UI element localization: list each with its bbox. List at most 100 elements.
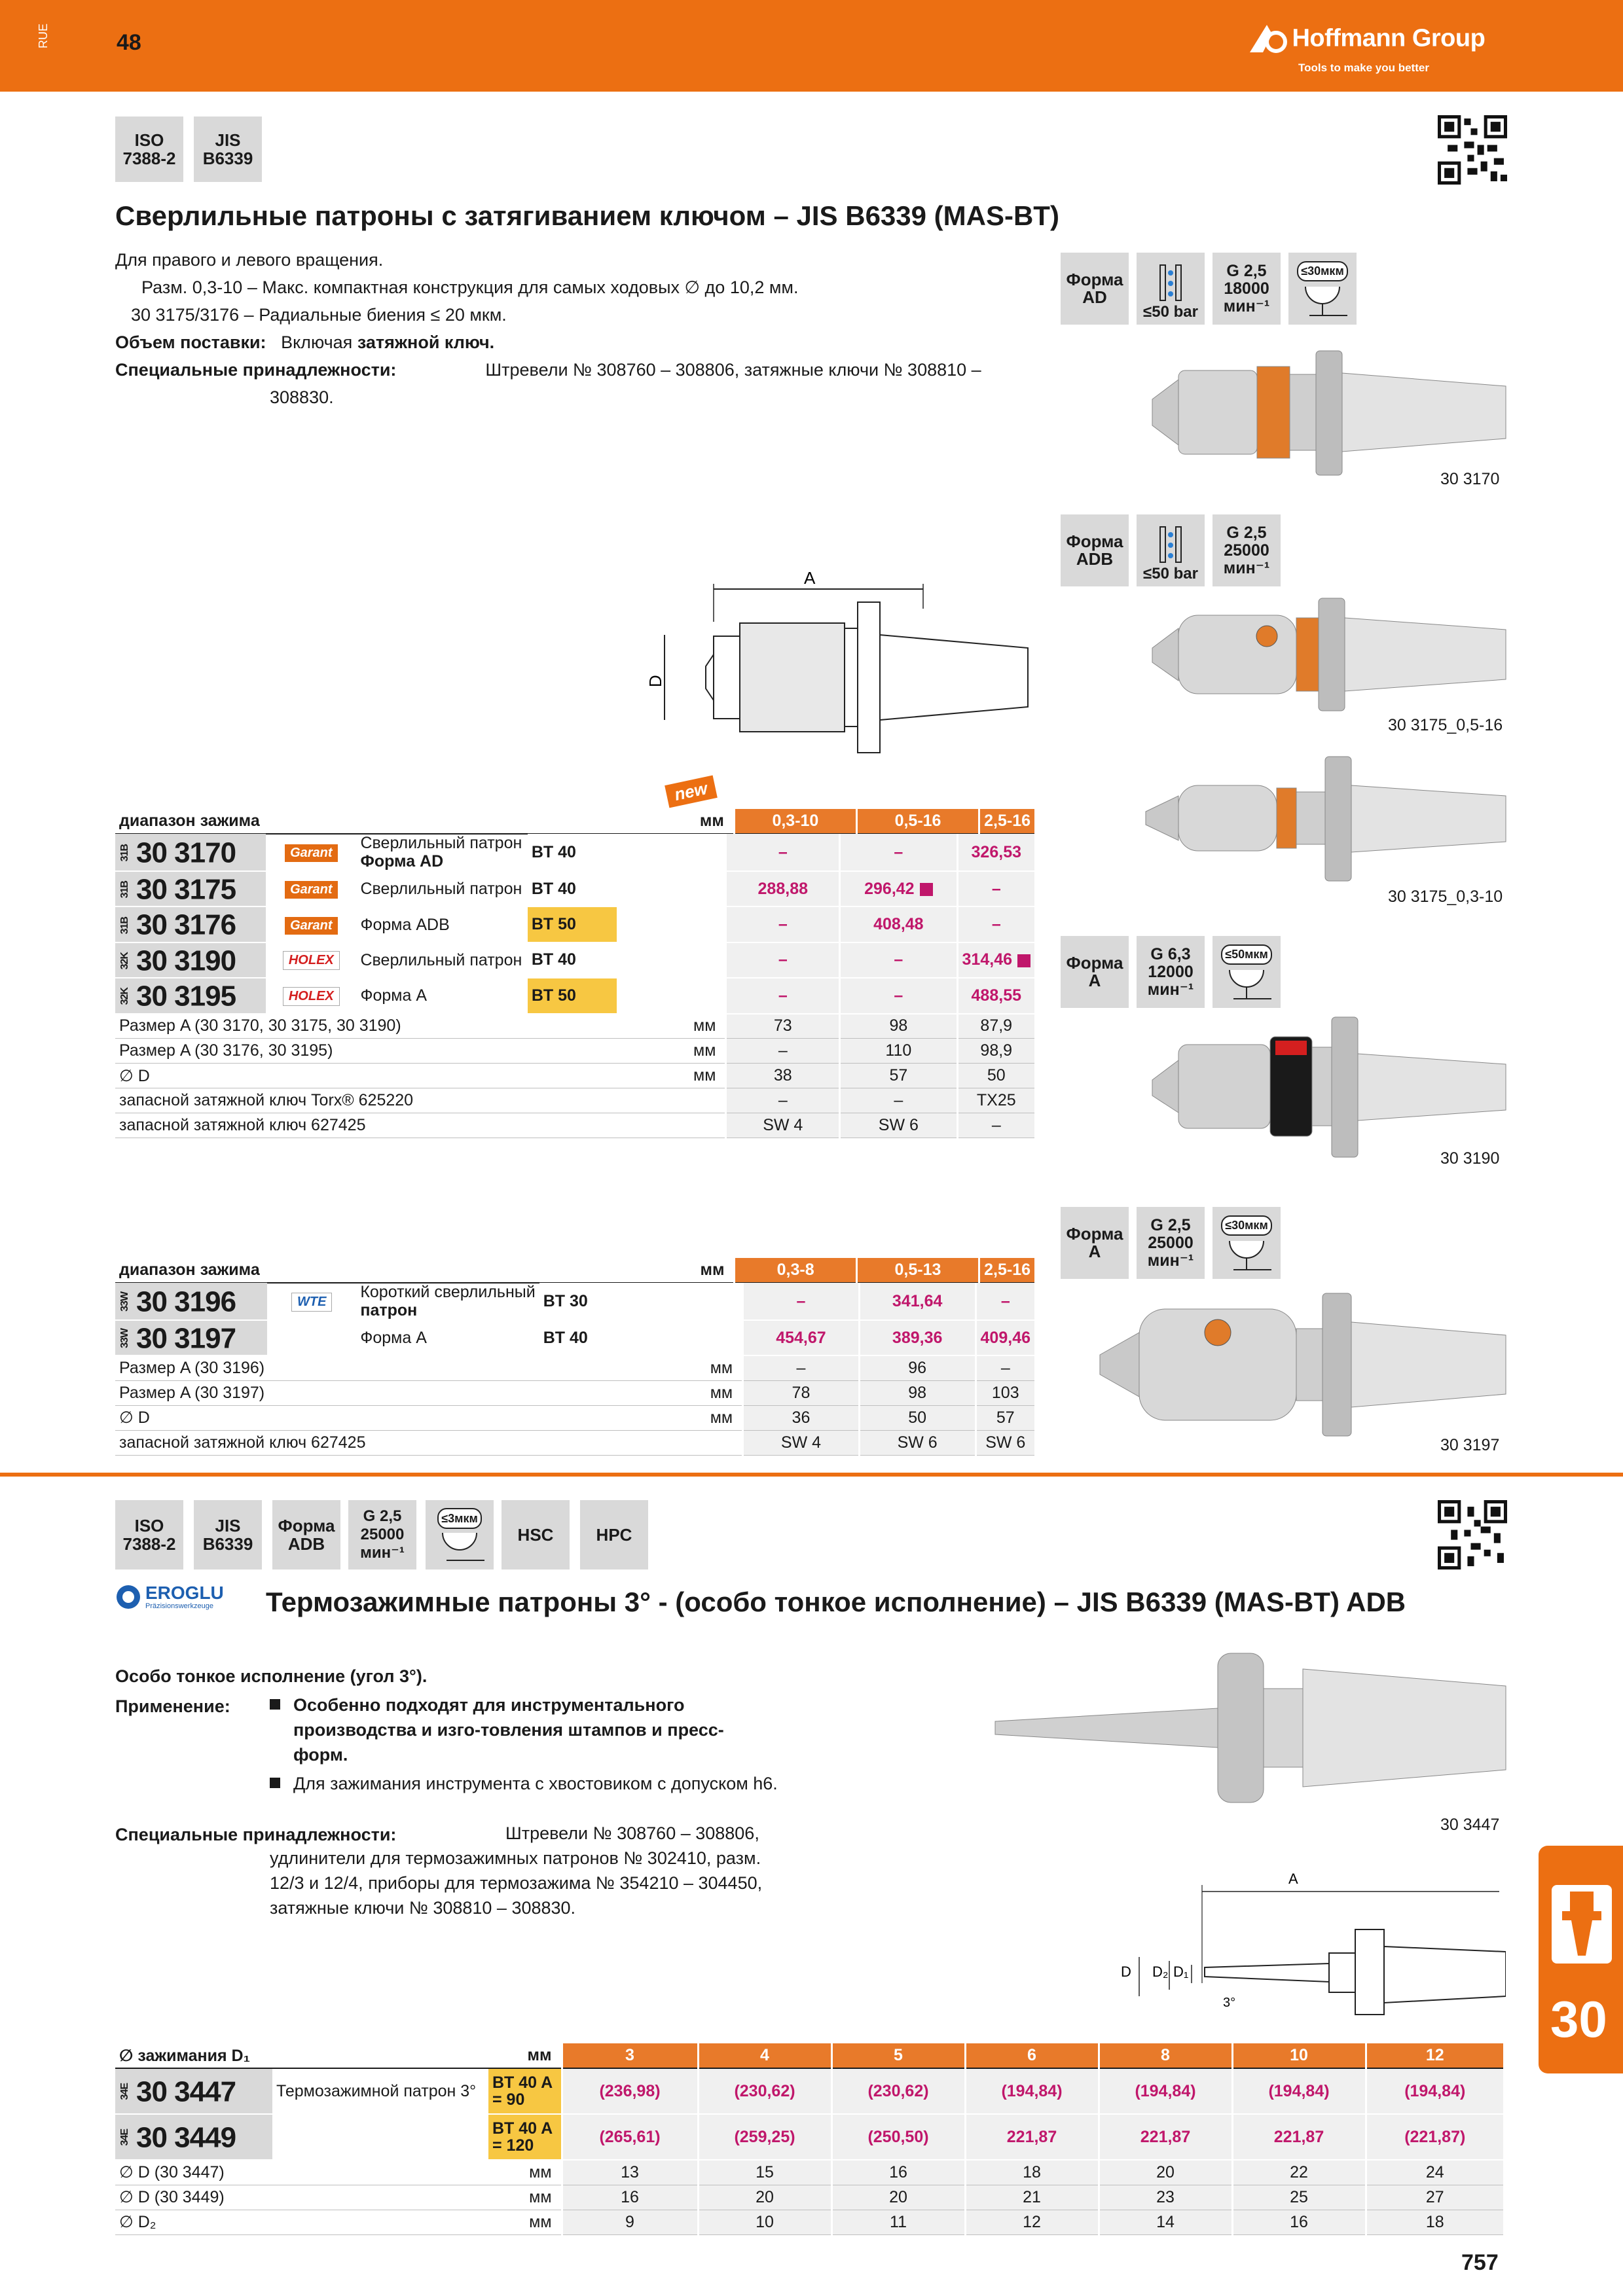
dim-value: 16: [560, 2185, 698, 2210]
drawing-label-a: A: [804, 568, 816, 588]
price-value: –: [894, 986, 903, 1005]
price-cell[interactable]: –: [725, 906, 840, 942]
table2-col-1: 0,5-13: [855, 1258, 979, 1283]
dim-value: –: [839, 1088, 958, 1113]
dim-value: SW 6: [858, 1430, 976, 1456]
price-cell[interactable]: –: [725, 978, 840, 1014]
price-cell[interactable]: 296,42: [839, 871, 958, 907]
price-cell[interactable]: (236,98): [560, 2068, 698, 2114]
balance-speed-pictogram: G 2,5 25000 мин⁻¹: [1137, 1207, 1205, 1279]
price-cell[interactable]: 409,46: [974, 1320, 1034, 1356]
brand-logo: HOLEX: [282, 951, 340, 971]
price-value: 389,36: [892, 1328, 943, 1347]
price-cell[interactable]: –: [839, 834, 958, 871]
price-cell[interactable]: (265,61): [560, 2114, 698, 2160]
dim-unit: [630, 1430, 743, 1456]
price-cell[interactable]: –: [725, 834, 840, 871]
taper-cell: BT 40: [527, 834, 617, 871]
price-cell[interactable]: (194,84): [964, 2068, 1099, 2114]
balance-speed-pictogram: G 2,5 25000 мин⁻¹: [1213, 514, 1281, 586]
hoffmann-logo[interactable]: Hoffmann Group Tools to make you better: [1247, 22, 1486, 74]
taper-cell: BT 30: [539, 1283, 630, 1320]
price-cell[interactable]: 314,46: [956, 942, 1034, 978]
price-cell[interactable]: 408,48: [839, 906, 958, 942]
taper-cell: BT 40 A = 90: [488, 2068, 562, 2114]
price-cell[interactable]: 288,88: [725, 871, 840, 907]
dim-value: –: [725, 1088, 840, 1113]
price-cell[interactable]: (194,84): [1231, 2068, 1366, 2114]
form-pictogram: Форма A: [1061, 1207, 1129, 1279]
qr-code-icon-2[interactable]: [1438, 1500, 1507, 1570]
brand-cell: Garant: [266, 834, 356, 871]
dim-value: 16: [1231, 2210, 1366, 2235]
table2-col-0: 0,3-8: [733, 1258, 857, 1283]
drawing2-label-d: D: [1121, 1964, 1131, 1980]
price-cell[interactable]: –: [742, 1283, 860, 1320]
price-cell[interactable]: (259,25): [697, 2114, 831, 2160]
dim-value: 98,9: [956, 1038, 1034, 1064]
price-cell[interactable]: –: [974, 1283, 1034, 1320]
caption-303175-b: 30 3175_0,3-10: [1388, 888, 1503, 906]
stock-marker-icon: [919, 883, 933, 897]
taper-cell: BT 40: [527, 942, 617, 978]
price-cell[interactable]: (230,62): [830, 2068, 965, 2114]
brand-logo: HOLEX: [282, 986, 340, 1006]
price-cell[interactable]: (250,50): [830, 2114, 965, 2160]
caption-303447: 30 3447: [1440, 1816, 1500, 1834]
price-cell[interactable]: 488,55: [956, 978, 1034, 1014]
brand-logo: Garant: [285, 881, 338, 899]
chapter-tab[interactable]: 30: [1539, 1846, 1623, 2073]
price-cell[interactable]: 341,64: [858, 1283, 976, 1320]
price-cell[interactable]: –: [839, 942, 958, 978]
price-cell[interactable]: –: [839, 978, 958, 1014]
product-image-303190: [1152, 1016, 1506, 1158]
price-cell[interactable]: 326,53: [956, 834, 1034, 871]
price-cell[interactable]: 221,87: [1097, 2114, 1232, 2160]
article-id: 30 3197: [136, 1322, 236, 1355]
price-cell[interactable]: (221,87): [1364, 2114, 1503, 2160]
taper-cell: BT 40: [527, 871, 617, 907]
price-cell[interactable]: –: [956, 906, 1034, 942]
dim-value: 50: [858, 1405, 976, 1431]
price-value: 326,53: [971, 842, 1021, 861]
group-code: 31B: [119, 881, 130, 899]
table3-col: 3: [560, 2043, 698, 2069]
price-cell[interactable]: 221,87: [1231, 2114, 1366, 2160]
dim-value: 57: [974, 1405, 1034, 1431]
price-cell[interactable]: (194,84): [1364, 2068, 1503, 2114]
price-cell[interactable]: (230,62): [697, 2068, 831, 2114]
price-cell[interactable]: –: [725, 942, 840, 978]
price-cell[interactable]: 454,67: [742, 1320, 860, 1356]
eroglu-logo[interactable]: EROGLU Präzisionswerkzeuge: [115, 1583, 246, 1611]
price-cell[interactable]: 221,87: [964, 2114, 1099, 2160]
price-cell[interactable]: (194,84): [1097, 2068, 1232, 2114]
price-cell[interactable]: 389,36: [858, 1320, 976, 1356]
intro2-text: Особо тонкое исполнение (угол 3°).: [115, 1666, 428, 1686]
form-pictogram: Форма ADB: [1061, 514, 1129, 586]
dim-value: SW 4: [725, 1113, 840, 1138]
qr-code-icon[interactable]: [1438, 115, 1507, 185]
price-cell[interactable]: –: [956, 871, 1034, 907]
table3-col: 4: [697, 2043, 831, 2069]
